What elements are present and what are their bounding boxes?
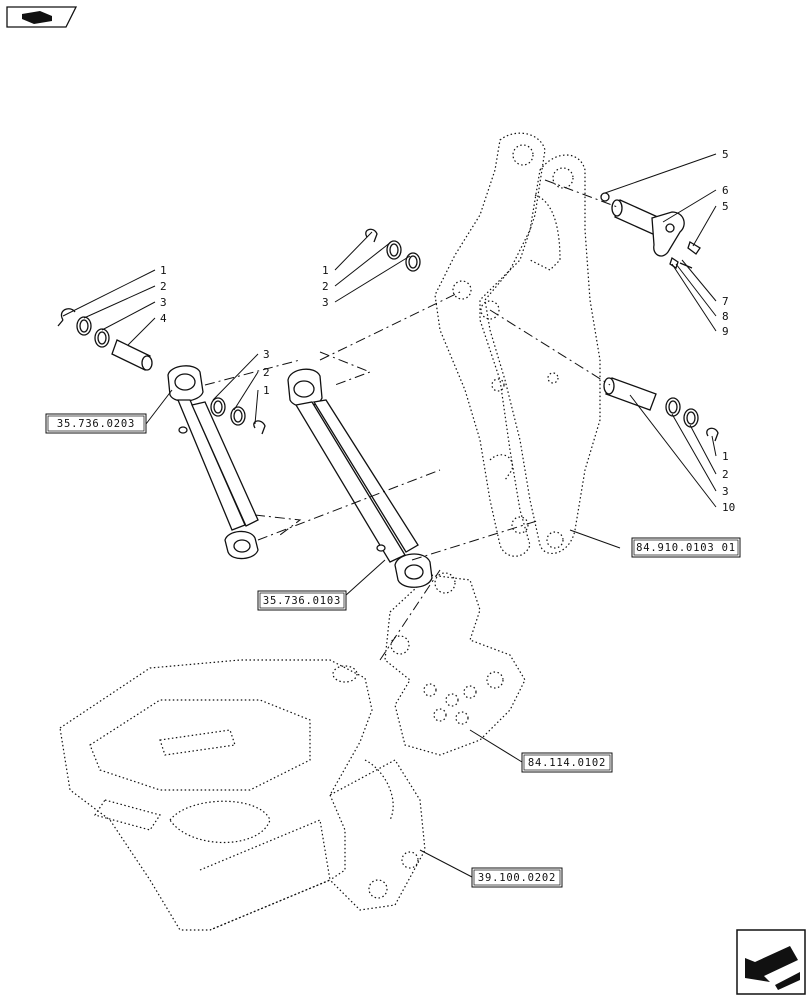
callout-mid-3: 3 [322,296,329,309]
callout-rp-1: 1 [722,450,729,463]
ref-box-mount[interactable]: 84.114.0102 [521,752,613,773]
callout-end-3: 3 [263,348,270,361]
callout-tr-5a: 5 [722,148,729,161]
left-end-kit [210,397,266,435]
ref-label-mount: 84.114.0102 [528,757,606,769]
callout-end-2: 2 [263,366,270,379]
boom-mount-bracket [384,572,526,756]
callout-tr-6: 6 [722,184,729,197]
callouts-left-end: 3 2 1 [263,348,270,397]
callouts-left-pin: 1 2 3 4 [160,264,167,325]
top-right-pin-kit [600,192,701,270]
callout-rp-10: 10 [722,501,735,514]
callout-end-1: 1 [263,384,270,397]
callout-rp-2: 2 [722,468,729,481]
alignment-lines [204,179,621,661]
callout-tr-8: 8 [722,310,729,323]
callout-tr-9: 9 [722,325,729,338]
callout-mid-2: 2 [322,280,329,293]
boom-arm [434,132,601,557]
ref-label-cyl-right: 35.736.0103 [263,595,341,607]
ref-label-cyl-left: 35.736.0203 [57,418,135,430]
ref-label-boom: 84.910.0103 01 [636,542,736,554]
callout-left-2: 2 [160,280,167,293]
callout-rp-3: 3 [722,485,729,498]
book-next-icon[interactable] [6,6,78,28]
callout-tr-5b: 5 [722,200,729,213]
right-hydraulic-cylinder [287,368,433,588]
ref-box-cyl-right[interactable]: 35.736.0103 [257,590,347,611]
ref-box-cyl-left[interactable]: 35.736.0203 [45,413,147,434]
loader-frame [59,659,426,931]
left-hydraulic-cylinder [167,365,259,560]
callout-left-3: 3 [160,296,167,309]
mid-top-kit [365,228,421,272]
callout-mid-1: 1 [322,264,329,277]
callouts-top-right: 5 6 5 7 8 9 [722,148,729,338]
callouts-right-pin: 1 2 3 10 [722,450,735,514]
callouts-mid-top: 1 2 3 [322,264,329,309]
page-turn-arrow-icon[interactable] [736,929,806,995]
ref-label-frame: 39.100.0202 [478,872,556,884]
ref-box-boom[interactable]: 84.910.0103 01 [631,537,741,558]
left-pin-kit [57,308,153,371]
right-pin-kit [603,377,719,442]
leader-lines [62,153,717,878]
ref-box-frame[interactable]: 39.100.0202 [471,867,563,888]
callout-left-4: 4 [160,312,167,325]
callout-left-1: 1 [160,264,167,277]
callout-tr-7: 7 [722,295,729,308]
